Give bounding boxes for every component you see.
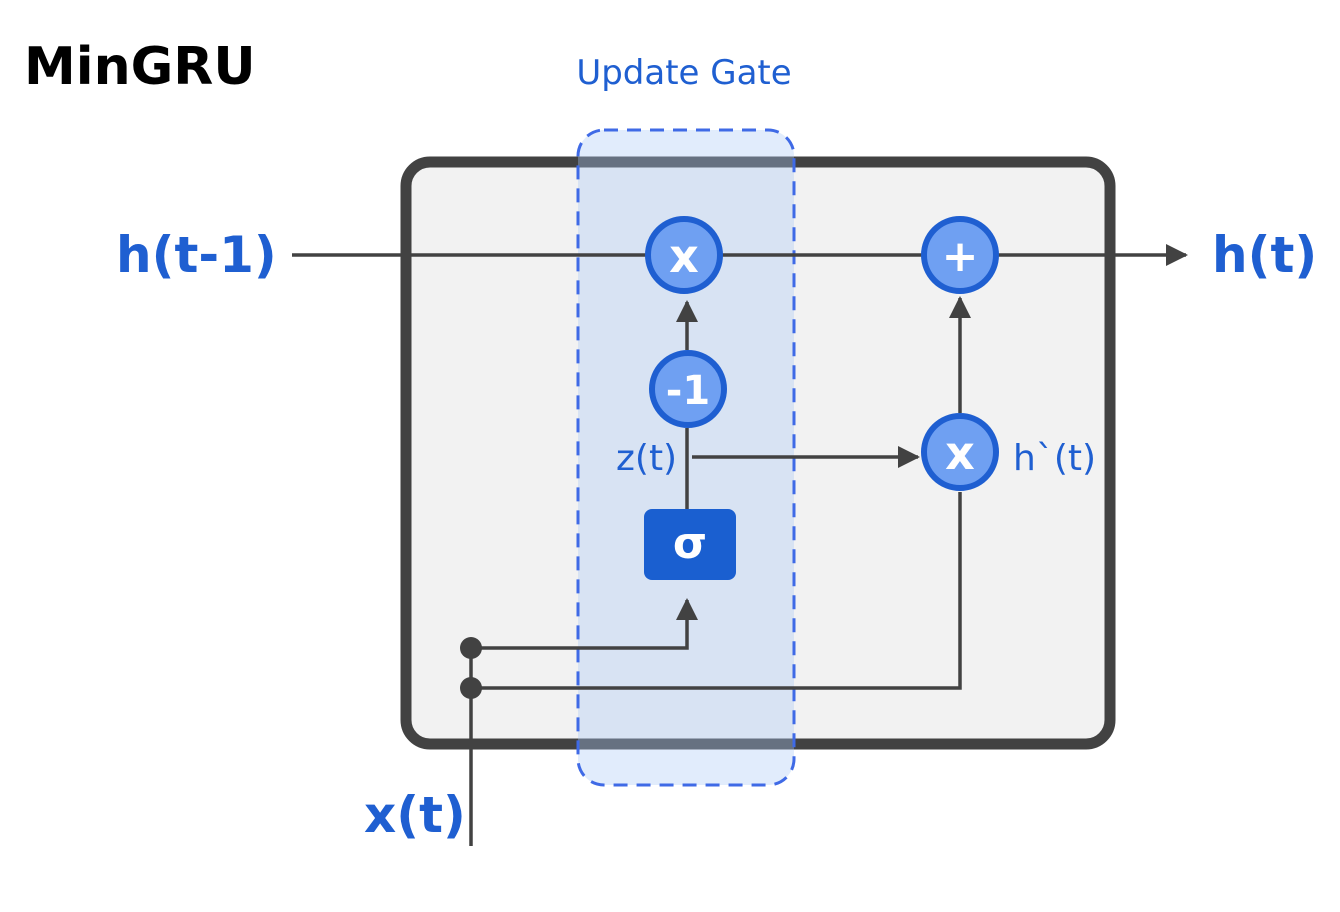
wire-x-to-sigmoid <box>471 598 698 650</box>
z-label: z(t) <box>616 438 677 479</box>
one-minus-symbol: -1 <box>666 368 710 414</box>
sigmoid-block: σ <box>644 509 736 580</box>
gate-multiply-node: x <box>645 216 723 294</box>
junction-dot <box>460 637 482 659</box>
gate-multiply-symbol: x <box>669 229 699 283</box>
h-candidate-label: h`(t) <box>1013 438 1096 479</box>
candidate-multiply-node: x <box>921 413 999 491</box>
input-x-label: x(t) <box>364 786 466 844</box>
add-node: + <box>921 216 999 294</box>
junction-dot <box>460 677 482 699</box>
diagram-title: MinGRU <box>24 37 256 97</box>
sigmoid-symbol: σ <box>673 518 707 569</box>
wire-x-to-candidate <box>471 492 962 690</box>
add-symbol: + <box>942 231 979 282</box>
one-minus-node: -1 <box>649 350 727 428</box>
input-h-prev-label: h(t-1) <box>116 226 277 284</box>
candidate-multiply-symbol: x <box>945 426 975 480</box>
update-gate-label: Update Gate <box>576 53 791 93</box>
output-h-label: h(t) <box>1212 226 1317 284</box>
cell-box <box>400 156 1116 750</box>
